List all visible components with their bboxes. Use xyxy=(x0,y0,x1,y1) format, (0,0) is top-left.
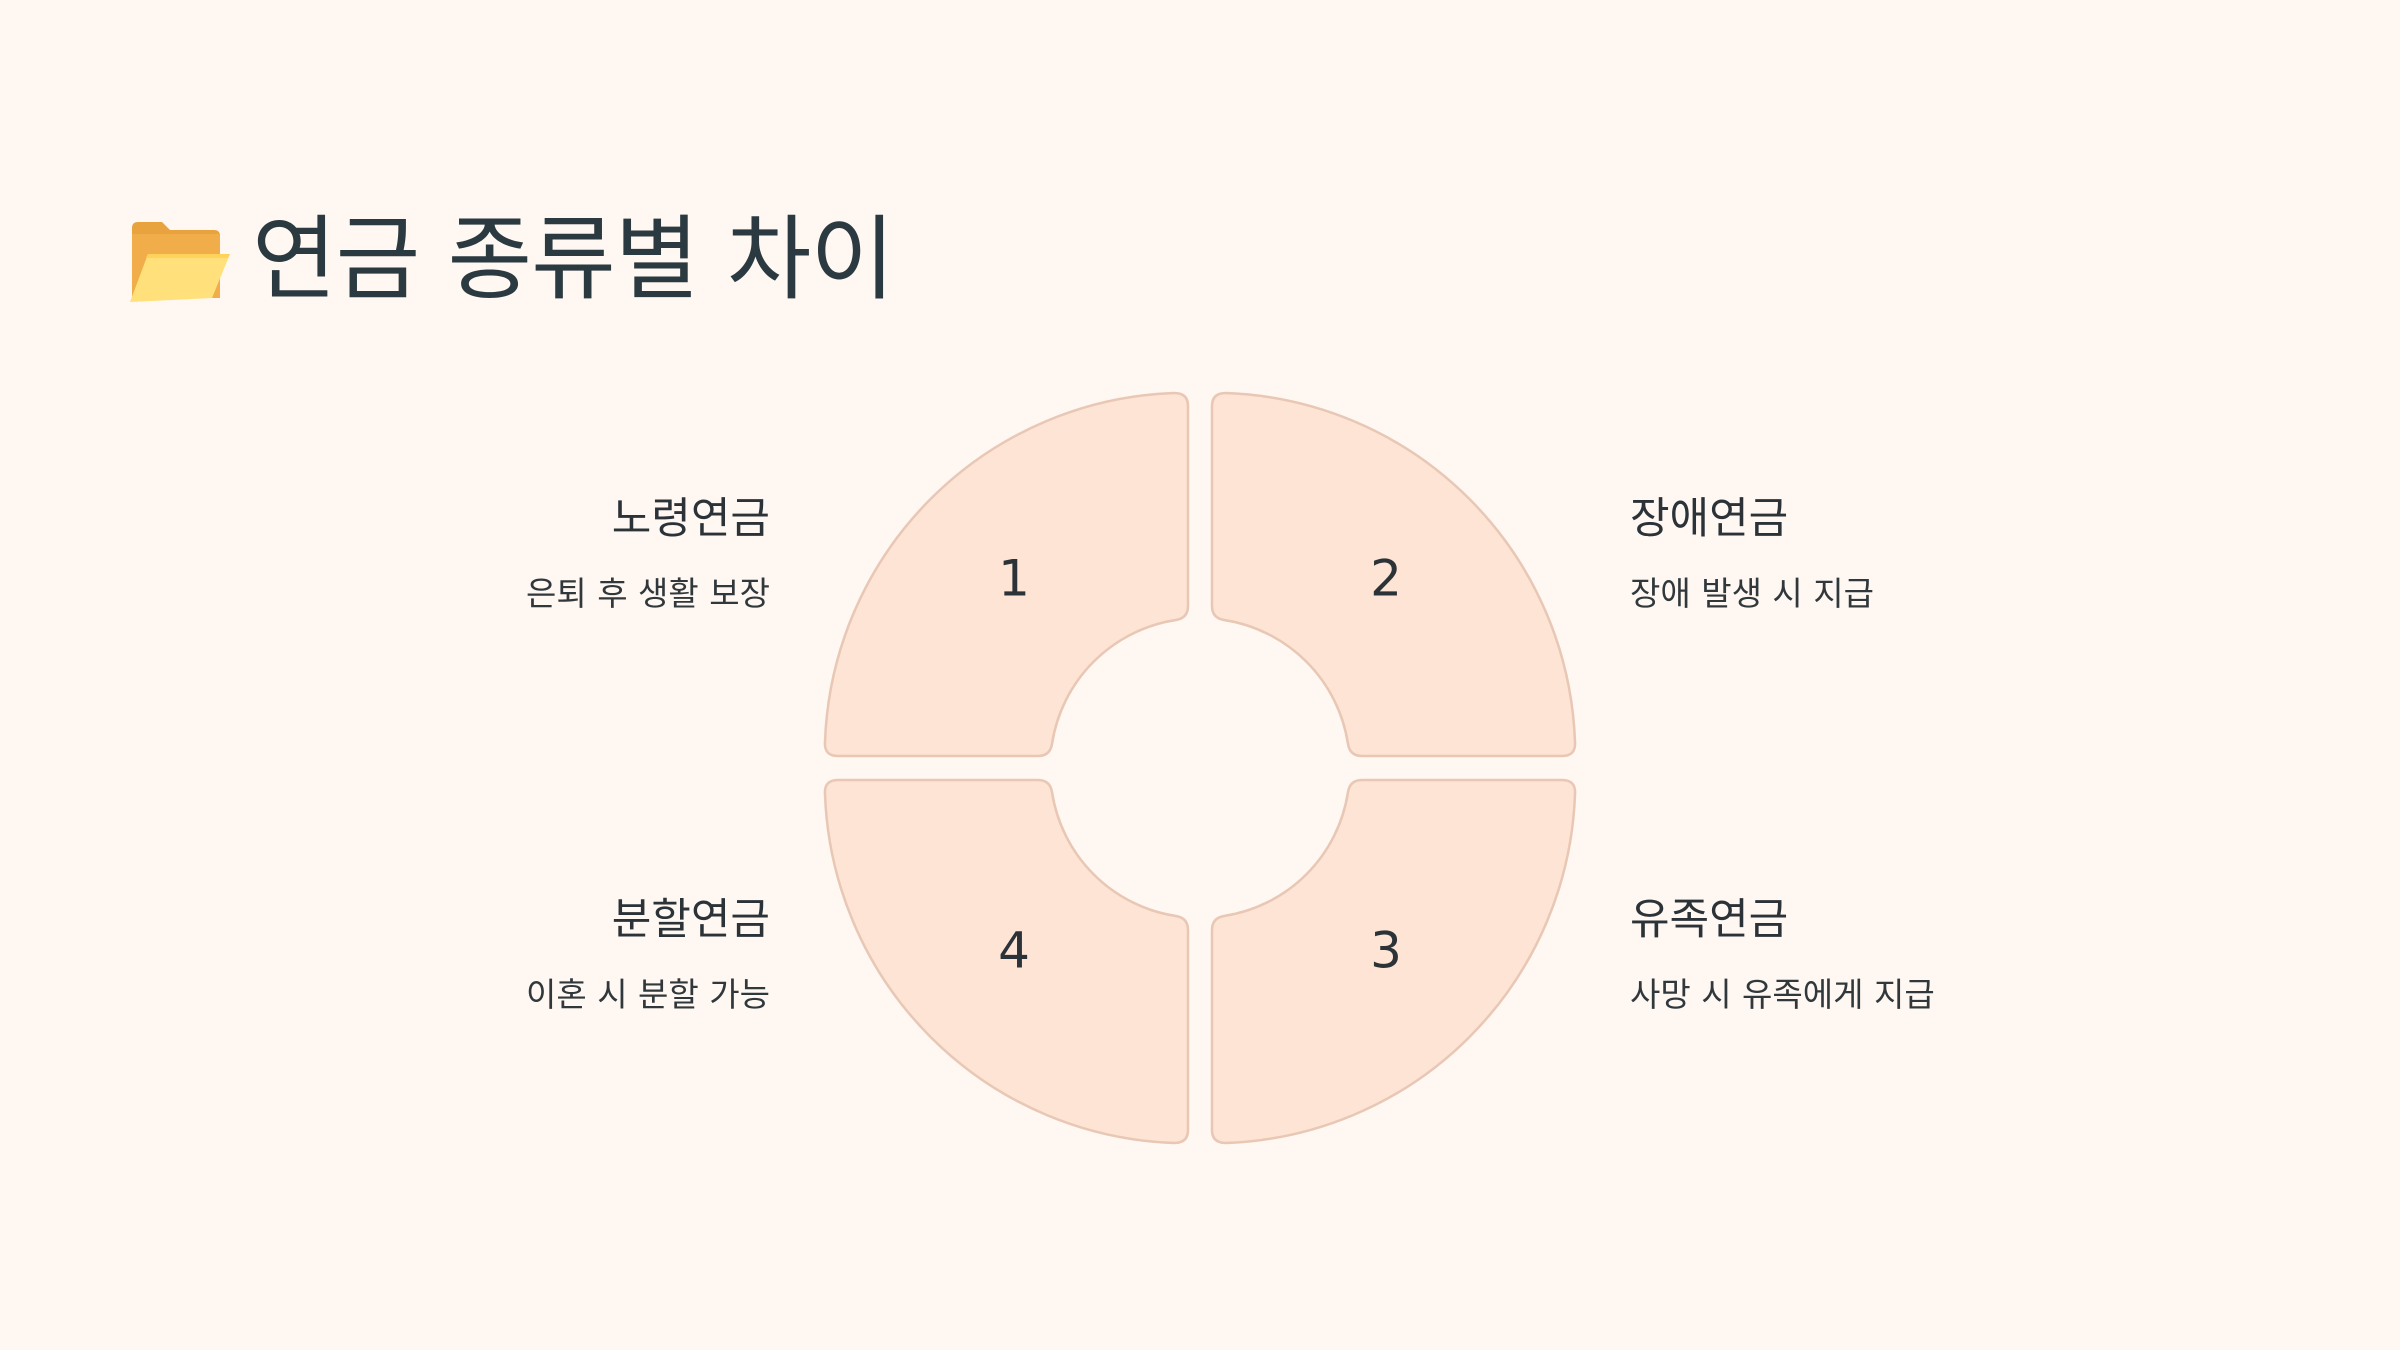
segment-description: 은퇴 후 생활 보장 xyxy=(526,573,770,613)
segment-title: 장애연금 xyxy=(1630,494,1789,544)
segment-description: 이혼 시 분할 가능 xyxy=(526,974,770,1014)
segment-number: 3 xyxy=(1370,922,1402,980)
segment-4-label: 분할연금 이혼 시 분할 가능 xyxy=(350,895,770,1014)
segment-title: 노령연금 xyxy=(611,494,770,544)
segment-3: 3 xyxy=(1210,778,1577,1145)
segment-1: 1 xyxy=(823,391,1190,758)
segment-4: 4 xyxy=(823,778,1190,1145)
segment-shape xyxy=(823,778,1190,1145)
segment-title: 분할연금 xyxy=(611,895,770,945)
segment-number: 4 xyxy=(998,922,1030,980)
segment-title: 유족연금 xyxy=(1630,895,1789,945)
open-folder-icon xyxy=(130,222,230,302)
slide-header: 연금 종류별 차이 xyxy=(128,205,895,315)
segment-shape xyxy=(823,391,1190,758)
segment-shape xyxy=(1210,391,1577,758)
segment-number: 2 xyxy=(1370,550,1402,608)
page-title: 연금 종류별 차이 xyxy=(252,206,895,313)
segment-3-label: 유족연금 사망 시 유족에게 지급 xyxy=(1630,895,2050,1014)
segment-shape xyxy=(1210,778,1577,1145)
segment-2: 2 xyxy=(1210,391,1577,758)
segment-2-label: 장애연금 장애 발생 시 지급 xyxy=(1630,494,2050,613)
segment-1-label: 노령연금 은퇴 후 생활 보장 xyxy=(350,494,770,613)
segment-description: 사망 시 유족에게 지급 xyxy=(1630,974,1935,1014)
segment-number: 1 xyxy=(998,550,1030,608)
segment-description: 장애 발생 시 지급 xyxy=(1630,573,1874,613)
